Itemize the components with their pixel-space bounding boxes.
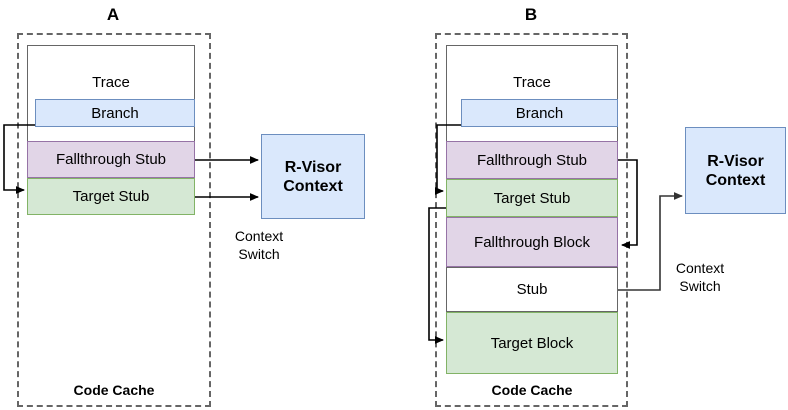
panel-b-code-cache-label: Code Cache <box>491 382 573 398</box>
panel-a-trace-box <box>27 45 195 150</box>
panel-b-block-fallthrough-block[interactable]: Fallthrough Block <box>446 217 618 267</box>
panel-b-trace-label: Trace <box>513 74 551 91</box>
panel-a-block-target-stub[interactable]: Target Stub <box>27 178 195 215</box>
panel-b-letter: B <box>524 5 538 24</box>
panel-b-block-branch[interactable]: Branch <box>461 99 618 127</box>
panel-b-context-switch-label: Context Switch <box>675 260 725 294</box>
panel-b-block-target-stub[interactable]: Target Stub <box>446 179 618 217</box>
panel-a-code-cache-label: Code Cache <box>73 382 155 398</box>
panel-a-block-branch[interactable]: Branch <box>35 99 195 127</box>
panel-b-block-target-block[interactable]: Target Block <box>446 312 618 374</box>
panel-b-rvisor-context[interactable]: R-Visor Context <box>685 127 786 214</box>
panel-a-context-switch-label: Context Switch <box>234 228 284 262</box>
panel-b-trace-box <box>446 45 618 150</box>
panel-a-rvisor-context[interactable]: R-Visor Context <box>261 134 365 219</box>
panel-a-trace-label: Trace <box>92 74 130 91</box>
panel-b-block-fallthrough-stub[interactable]: Fallthrough Stub <box>446 141 618 179</box>
panel-b-block-stub[interactable]: Stub <box>446 267 618 312</box>
panel-a-code-cache-region <box>17 33 211 407</box>
panel-a-letter: A <box>106 5 120 24</box>
panel-a-block-fallthrough-stub[interactable]: Fallthrough Stub <box>27 141 195 178</box>
